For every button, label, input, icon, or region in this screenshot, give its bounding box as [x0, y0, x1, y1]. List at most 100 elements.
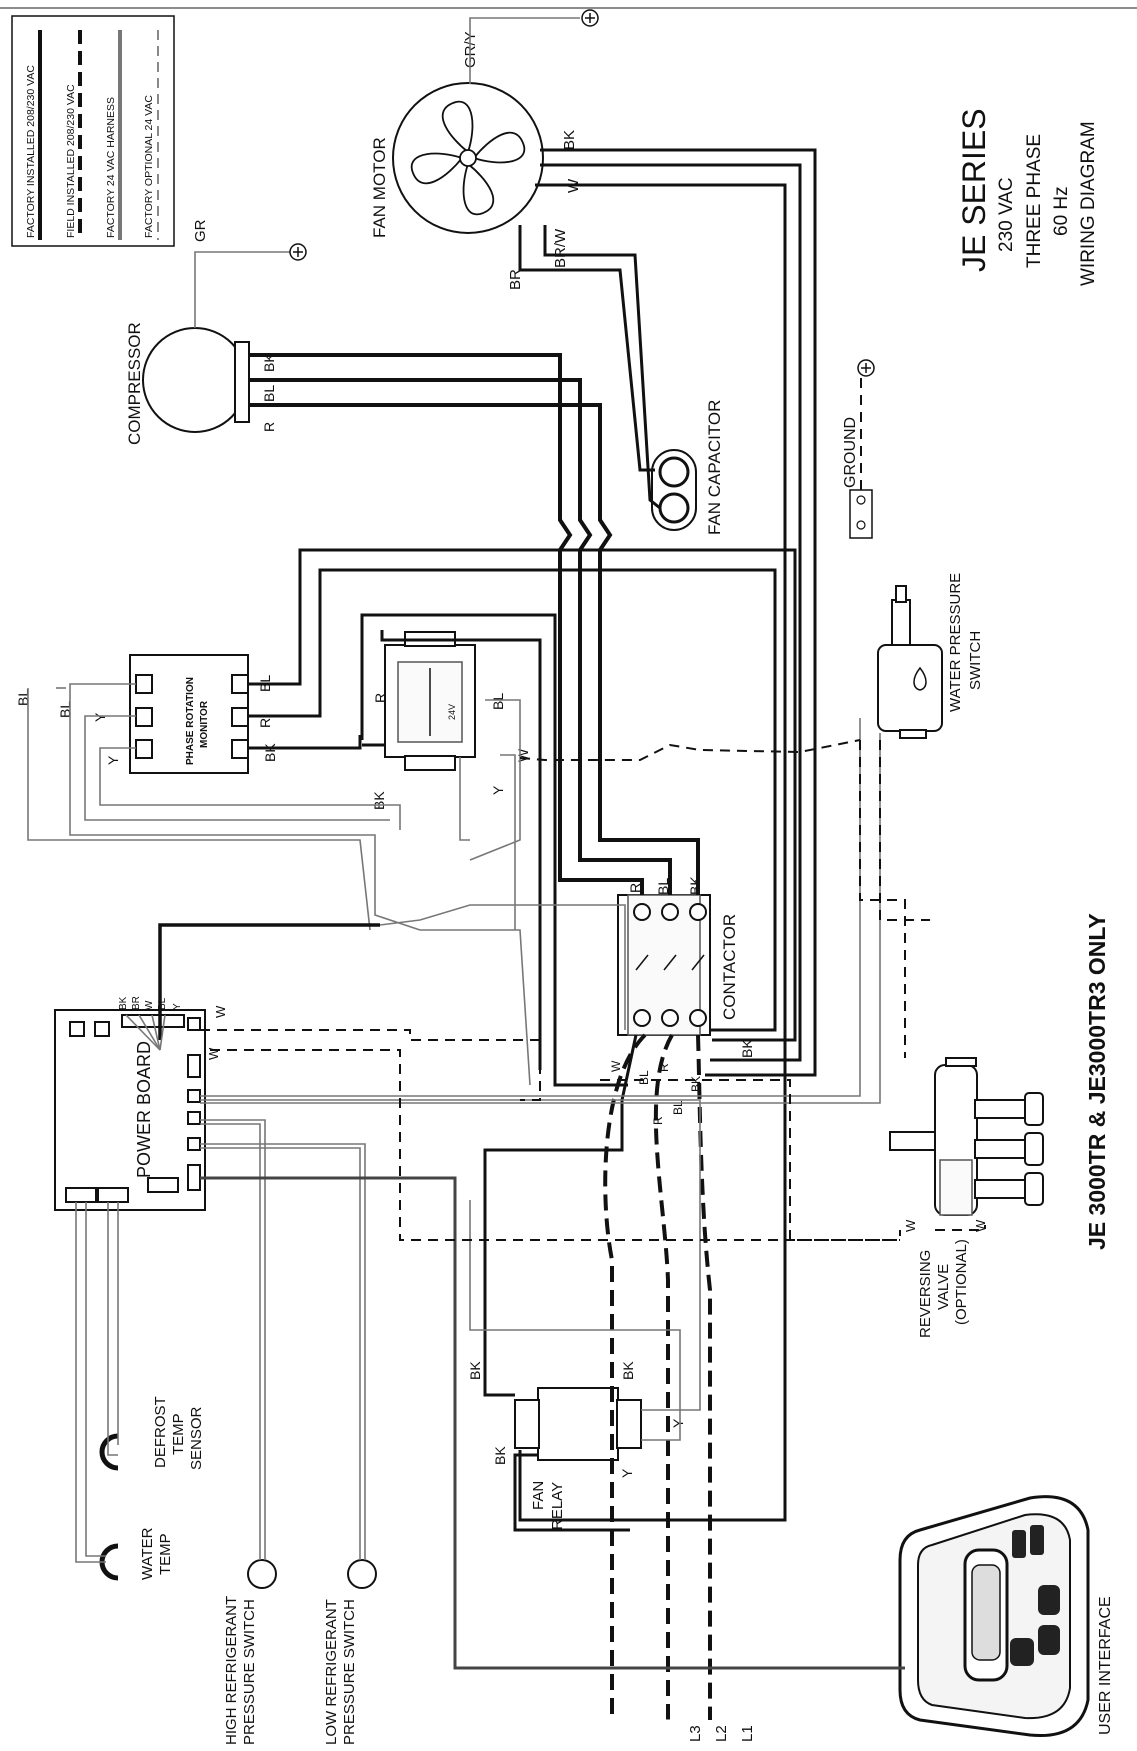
reversing-valve-label-2: VALVE — [935, 1264, 952, 1310]
wire-label-rv-w1: W — [903, 1219, 918, 1232]
title-voltage: 230 VAC — [996, 177, 1017, 252]
water-temp-label-2: TEMP — [157, 1533, 174, 1575]
title-phase: THREE PHASE — [1024, 134, 1045, 268]
high-pressure-switch: HIGH REFRIGERANT PRESSURE SWITCH — [223, 1559, 277, 1745]
high-pressure-switch-icon — [247, 1559, 277, 1589]
user-interface-label: USER INTERFACE — [1097, 1596, 1114, 1735]
wire-label-cont-bl: BL — [655, 878, 671, 895]
low-pressure-label-1: LOW REFRIGERANT — [323, 1599, 340, 1745]
wire-label-trans-bk: BK — [371, 791, 387, 810]
transformer-primary-wire — [360, 613, 628, 1087]
fan-br-wire — [518, 225, 655, 472]
ui-button-4 — [1012, 1530, 1026, 1558]
wire-label-compressor-gr: GR — [192, 219, 209, 242]
optional-rv-wire — [859, 740, 906, 1058]
fan-motor: FAN MOTOR GR/Y BK W BR BR/W — [370, 31, 582, 290]
defrost-sensor-label-1: DEFROST — [152, 1396, 169, 1468]
contactor: CONTACTOR R BL BK BK W BL R BK R BL — [609, 876, 755, 1125]
water-pressure-switch-label-2: SWITCH — [967, 631, 984, 690]
fan-bk-wire — [540, 148, 817, 1077]
wire-label-compressor-bk: BK — [261, 353, 277, 372]
wire-label-trans-y: Y — [490, 785, 506, 795]
legend-label-1: FACTORY INSTALLED 208/230 VAC — [25, 65, 37, 238]
optional-w-wire — [200, 1029, 541, 1101]
l3-field-wire — [603, 1033, 647, 1720]
fan-relay-body — [537, 1387, 619, 1461]
line-labels: L3 L2 L1 — [687, 1725, 756, 1742]
low-pressure-label-2: PRESSURE SWITCH — [341, 1599, 358, 1745]
title-frequency: 60 Hz — [1051, 186, 1072, 236]
wire-label-trans-r: R — [372, 693, 388, 703]
wire-label-cont-bk2: BK — [739, 1039, 755, 1058]
harness-defrost — [107, 1202, 118, 1456]
wire-label-pb-w: W — [144, 1000, 155, 1010]
wire-label-prm-bl2: BL — [57, 701, 73, 718]
wire-label-l2: L2 — [713, 1725, 730, 1742]
transformer-tap-label: 24V — [447, 704, 457, 720]
defrost-temp-sensor: DEFROST TEMP SENSOR — [99, 1396, 205, 1471]
wire-label-fan-br-w: BR/W — [552, 228, 569, 268]
power-board-body — [54, 1009, 206, 1211]
ui-button-3 — [1010, 1638, 1034, 1666]
wiring-field — [603, 1033, 712, 1721]
wire-label-cont-w: W — [609, 1060, 623, 1072]
phase-rotation-monitor-label-2: MONITOR — [199, 700, 210, 748]
legend: FACTORY INSTALLED 208/230 VAC FIELD INST… — [11, 15, 175, 247]
wire-label-prm-r: R — [257, 718, 273, 728]
wire-label-pb-w3: W — [206, 1047, 221, 1060]
fan-w-relay-wire — [518, 183, 787, 1522]
wire-label-cont-r2: R — [657, 1063, 671, 1072]
user-interface: USER INTERFACE — [898, 1495, 1114, 1738]
fan-relay-label-2: RELAY — [549, 1482, 566, 1530]
compressor-circle — [142, 327, 248, 433]
optional-w-wire-2 — [210, 1049, 901, 1241]
wire-label-cont-bl2: BL — [637, 1070, 651, 1085]
compressor-ground-wire — [194, 251, 290, 328]
water-pressure-switch-body — [877, 644, 943, 732]
phase-rotation-monitor: PHASE ROTATION MONITOR BL R BK Y Y BL BL — [15, 654, 278, 774]
power-board-label: POWER BOARD — [134, 1041, 154, 1178]
harness-high-pressure — [200, 1119, 266, 1560]
water-pressure-switch: WATER PRESSURE SWITCH — [877, 573, 984, 739]
wire-label-pb-bl: BL — [157, 997, 168, 1010]
phase-rotation-monitor-label-1: PHASE ROTATION — [185, 677, 196, 765]
harness-bl-main — [27, 688, 371, 931]
high-pressure-label-2: PRESSURE SWITCH — [241, 1599, 258, 1745]
wire-label-prm-bl3: BL — [15, 689, 31, 706]
low-pressure-switch: LOW REFRIGERANT PRESSURE SWITCH — [323, 1559, 377, 1745]
prm-bk-wire — [248, 735, 362, 750]
low-pressure-switch-icon — [347, 1559, 377, 1589]
ui-button-1 — [1038, 1585, 1060, 1615]
compressor-terminal-block — [234, 341, 250, 423]
wire-label-relay-bk2: BK — [492, 1446, 508, 1465]
wire-label-prm-bk: BK — [262, 743, 278, 762]
prm-bl-wire — [248, 548, 797, 1042]
compressor-r-wire — [249, 403, 700, 895]
harness-trans-w — [500, 754, 516, 930]
fan-ground-wire — [469, 17, 580, 84]
harness-relay-y — [200, 1099, 701, 1411]
harness-prm-y2 — [99, 747, 401, 830]
fan-w-wire — [540, 163, 802, 1062]
fan-capacitor: FAN CAPACITOR — [651, 400, 724, 535]
fan-relay: FAN RELAY BK BK BK Y Y — [467, 1361, 686, 1530]
l2-field-wire — [653, 1033, 674, 1720]
wire-label-l1: L1 — [739, 1725, 756, 1742]
reversing-valve-label-3: (OPTIONAL) — [953, 1239, 970, 1325]
fan-capacitor-label: FAN CAPACITOR — [705, 400, 724, 535]
transformer: 24V R BK BL Y W — [371, 631, 531, 810]
compressor: COMPRESSOR GR BK BL R — [125, 219, 277, 445]
wiring-optional — [200, 739, 986, 1241]
ground-label: GROUND — [842, 417, 859, 488]
legend-label-4: FACTORY OPTIONAL 24 VAC — [143, 95, 155, 238]
wire-label-compressor-bl: BL — [261, 385, 277, 402]
relay-bk-wire-2 — [513, 1453, 630, 1532]
ui-button-2 — [1038, 1625, 1060, 1655]
models-note: JE 3000TR & JE3000TR3 ONLY — [1084, 913, 1110, 1250]
reversing-valve: REVERSING VALVE (OPTIONAL) W W — [889, 1057, 1044, 1338]
transformer-primary-wire-2 — [380, 630, 542, 1070]
harness-relay-y2 — [469, 1200, 681, 1441]
harness-prm-bl — [69, 683, 421, 931]
wire-label-pb-w2: W — [213, 1005, 228, 1018]
